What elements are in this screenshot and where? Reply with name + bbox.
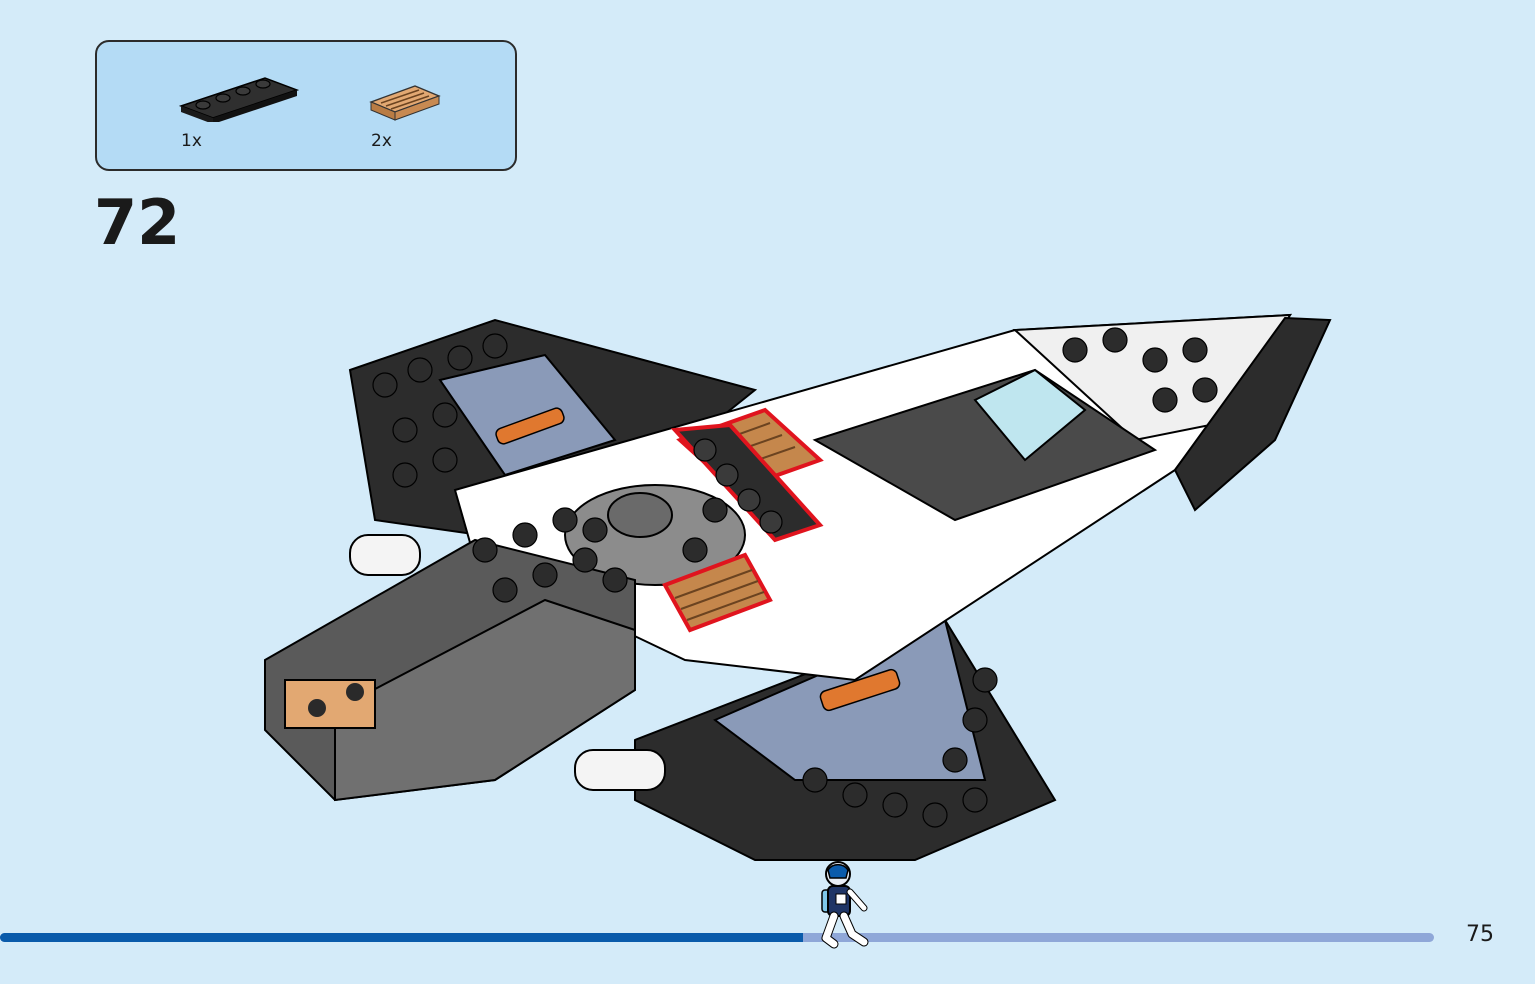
parts-list-box: 1x 2x bbox=[95, 40, 517, 171]
page-number: 75 bbox=[1466, 922, 1494, 947]
progress-bar bbox=[0, 933, 1434, 942]
black-plate-1x4-icon bbox=[178, 77, 300, 124]
astronaut-icon bbox=[821, 861, 869, 949]
new-part-highlight bbox=[662, 407, 824, 633]
part-black-plate bbox=[178, 72, 300, 126]
part-tan-grille bbox=[369, 82, 441, 126]
progress-astronaut-figure bbox=[812, 860, 872, 960]
model-illustration bbox=[255, 300, 1335, 874]
spaceship-model-icon bbox=[264, 313, 1332, 861]
part-qty-2: 2x bbox=[371, 131, 392, 151]
tan-grille-tile-icon bbox=[369, 85, 441, 121]
step-number: 72 bbox=[94, 186, 181, 259]
progress-bar-fill bbox=[0, 933, 804, 942]
part-qty-1: 1x bbox=[181, 131, 202, 151]
